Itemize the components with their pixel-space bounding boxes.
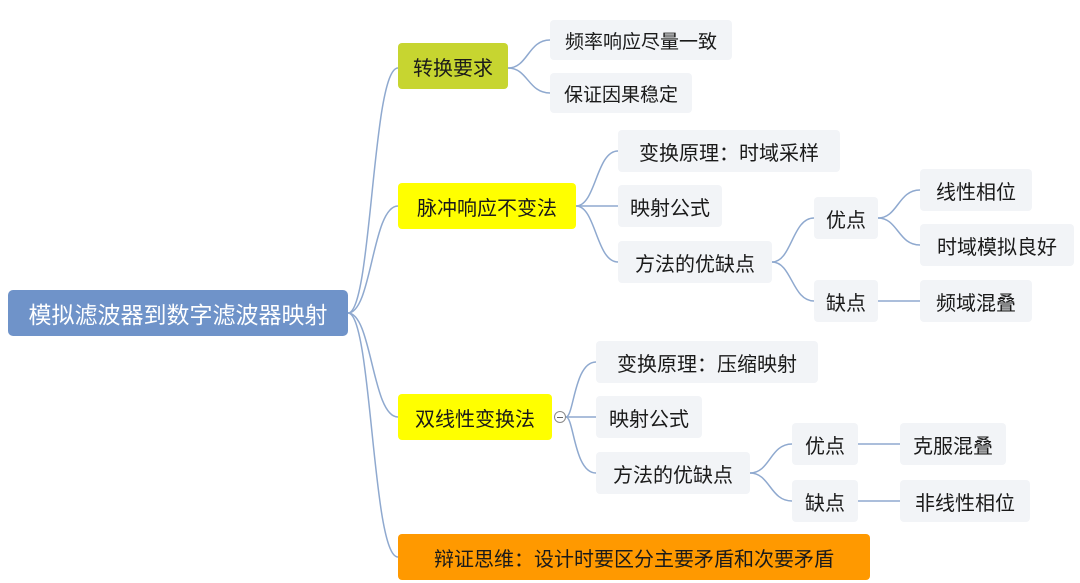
connector-impulse-proscons [575, 205, 619, 263]
connector-root-conversion [347, 67, 399, 314]
branch-dialectic-thinking[interactable]: 辩证思维：设计时要区分主要矛盾和次要矛盾 [398, 534, 870, 580]
connector-bilinear-principle [565, 361, 597, 418]
bilinear-pros-overcome-aliasing[interactable]: 克服混叠 [900, 423, 1006, 465]
connector-bilinear-proscons [565, 416, 597, 474]
connector-impulse-pros-item2 [877, 217, 921, 246]
connector-root-impulse [347, 205, 399, 314]
bilinear-pros-cons[interactable]: 方法的优缺点 [596, 452, 750, 494]
branch-impulse-invariance[interactable]: 脉冲响应不变法 [398, 183, 576, 229]
connector-root-bilinear [347, 312, 399, 418]
impulse-cons-aliasing[interactable]: 频域混叠 [920, 280, 1032, 322]
bilinear-pros[interactable]: 优点 [792, 423, 858, 465]
connector-impulse-pros [771, 217, 815, 263]
impulse-pros-linear-phase[interactable]: 线性相位 [920, 169, 1032, 211]
conversion-item-causal-stable[interactable]: 保证因果稳定 [550, 73, 692, 113]
connector-bilinear-cons [749, 472, 793, 502]
connector-impulse-pros-item1 [877, 189, 921, 219]
impulse-pros-time-domain-good[interactable]: 时域模拟良好 [920, 224, 1074, 266]
branch-bilinear-transform[interactable]: 双线性变换法 [398, 394, 552, 440]
connector-conversion-item1 [507, 39, 551, 69]
root-node[interactable]: 模拟滤波器到数字滤波器映射 [8, 290, 348, 336]
connector-impulse-principle [575, 150, 619, 207]
impulse-principle[interactable]: 变换原理：时域采样 [618, 130, 840, 172]
bilinear-cons-nonlinear-phase[interactable]: 非线性相位 [900, 480, 1030, 522]
connector-bilinear-pros [749, 443, 793, 474]
connector-root-dialectic [347, 312, 399, 558]
collapse-minus-icon[interactable] [554, 411, 566, 423]
impulse-mapping-formula[interactable]: 映射公式 [618, 185, 722, 227]
bilinear-cons[interactable]: 缺点 [792, 480, 858, 522]
bilinear-mapping-formula[interactable]: 映射公式 [596, 396, 702, 438]
bilinear-principle[interactable]: 变换原理：压缩映射 [596, 341, 818, 383]
conversion-item-frequency-response[interactable]: 频率响应尽量一致 [550, 20, 732, 60]
branch-conversion-requirements[interactable]: 转换要求 [398, 43, 508, 89]
connector-conversion-item2 [507, 67, 551, 94]
connector-impulse-cons [771, 261, 815, 302]
impulse-pros[interactable]: 优点 [814, 197, 878, 239]
impulse-pros-cons[interactable]: 方法的优缺点 [618, 241, 772, 283]
impulse-cons[interactable]: 缺点 [814, 280, 878, 322]
